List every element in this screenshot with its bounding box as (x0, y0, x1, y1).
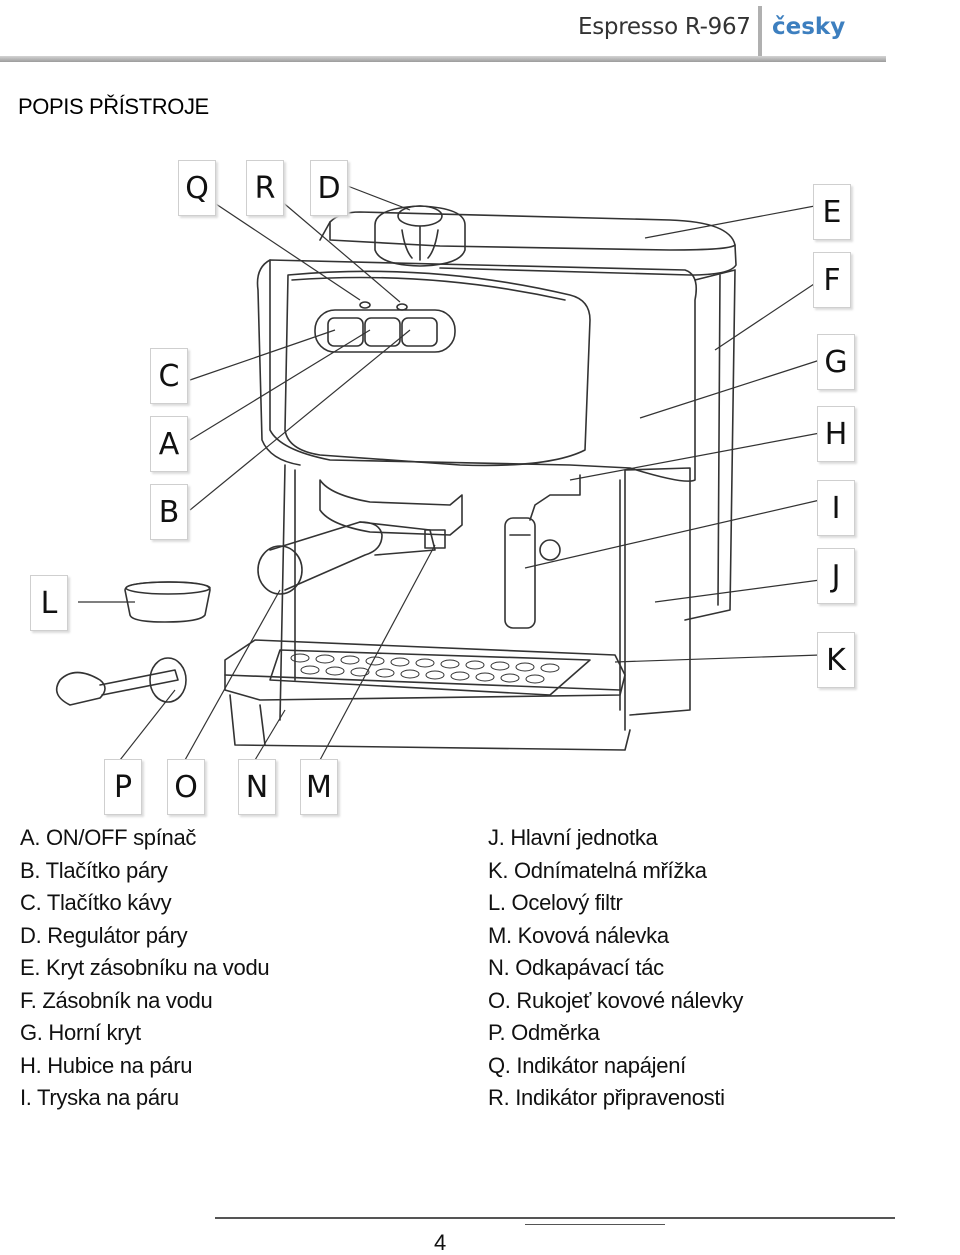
header-separator (758, 6, 762, 58)
legend-item-p: P. Odměrka (488, 1020, 600, 1045)
water-tank (684, 269, 736, 621)
machine-base (229, 694, 631, 751)
legend-right: J. Hlavní jednotka K. Odnímatelná mřížka… (488, 822, 743, 1115)
footer-rule (215, 1217, 895, 1219)
legend-item-i: I. Tryska na páru (20, 1085, 179, 1110)
header-model-name: Espresso R-967 (578, 14, 751, 40)
header-language: česky (772, 14, 846, 40)
upper-body (269, 259, 698, 482)
legend-item-r: R. Indikátor připravenosti (488, 1085, 725, 1110)
main-unit (279, 464, 691, 731)
legend-item-o: O. Rukojeť kovové nálevky (488, 987, 744, 1013)
control-panel (314, 309, 456, 353)
page-number: 4 (434, 1230, 447, 1255)
legend-item-m: M. Kovová nálevka (488, 922, 669, 948)
legend-item-b: B. Tlačítko páry (20, 857, 168, 883)
label-h: H (817, 406, 855, 462)
legend-item-d: D. Regulátor páry (20, 922, 188, 948)
diagram-drawing (55, 184, 821, 761)
legend-left: A. ON/OFF spínač B. Tlačítko páry C. Tla… (20, 822, 270, 1115)
label-n: N (238, 759, 276, 815)
label-p: P (104, 759, 142, 815)
label-g: G (817, 334, 855, 390)
label-i: I (817, 480, 855, 536)
label-r: R (246, 160, 284, 216)
portafilter-handle (269, 521, 383, 591)
legend-item-h: H. Hubice na páru (20, 1052, 193, 1078)
drip-tray (224, 639, 626, 701)
legend-item-f: F. Zásobník na vodu (20, 987, 213, 1013)
brew-group (319, 479, 463, 536)
steam-wand (529, 474, 581, 521)
label-m: M (300, 759, 338, 815)
label-b: B (150, 484, 188, 540)
drip-tray-grid (269, 649, 591, 696)
label-c: C (150, 348, 188, 404)
label-j: J (817, 548, 855, 604)
footer-rule-short (525, 1224, 665, 1225)
legend-item-j: J. Hlavní jednotka (488, 825, 658, 850)
label-a: A (150, 416, 188, 472)
legend-item-k: K. Odnímatelná mřížka (488, 857, 707, 883)
label-q: Q (178, 160, 216, 216)
label-f: F (813, 252, 851, 308)
label-e: E (813, 184, 851, 240)
header-rule (0, 56, 886, 62)
label-d: D (310, 160, 348, 216)
legend-item-l: L. Ocelový filtr (488, 890, 623, 915)
espresso-machine-diagram: Q R D E F G H C A B I L J K P O N M (30, 150, 880, 820)
legend-item-q: Q. Indikátor napájení (488, 1052, 686, 1078)
legend-item-e: E. Kryt zásobníku na vodu (20, 955, 270, 980)
label-l: L (30, 575, 68, 631)
page-header: Espresso R-967 česky (0, 0, 960, 62)
label-k: K (817, 632, 855, 688)
measuring-spoon (55, 671, 106, 706)
label-o: O (167, 759, 205, 815)
steel-filter (124, 581, 211, 623)
legend-item-g: G. Horní kryt (20, 1020, 141, 1045)
legend-item-n: N. Odkapávací tác (488, 955, 664, 980)
legend-item-c: C. Tlačítko kávy (20, 890, 172, 915)
section-title: POPIS PŘÍSTROJE (18, 94, 209, 119)
legend-item-a: A. ON/OFF spínač (20, 825, 197, 850)
